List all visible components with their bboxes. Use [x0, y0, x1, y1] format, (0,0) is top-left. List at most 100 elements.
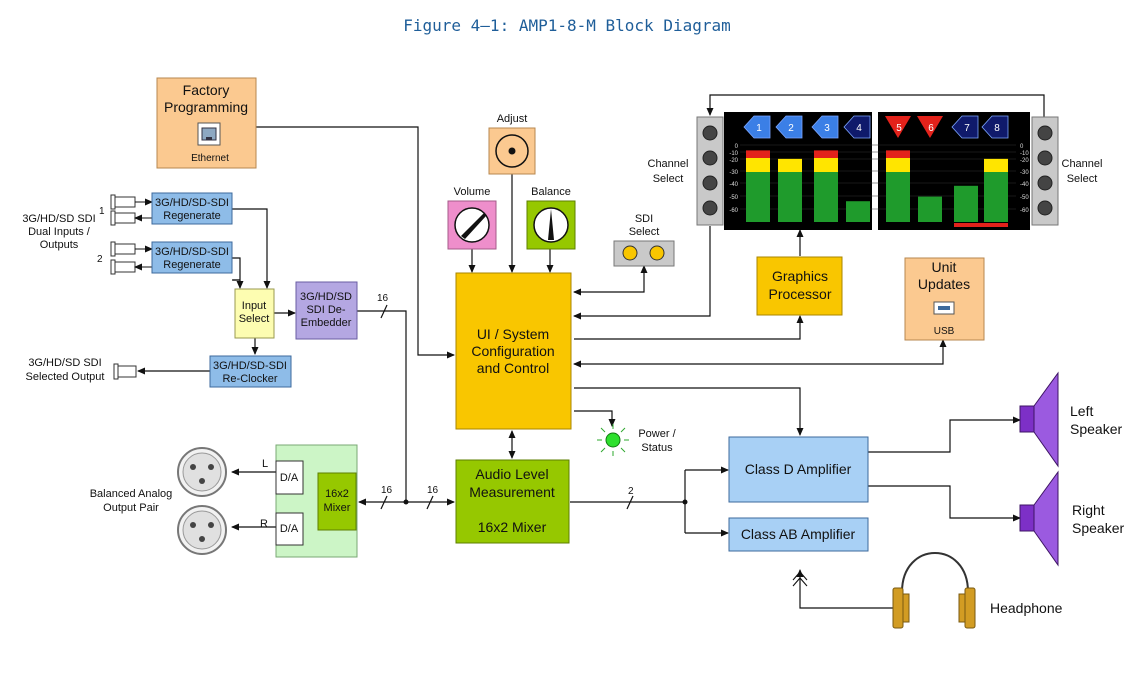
svg-text:Configuration: Configuration [471, 343, 554, 359]
svg-text:Re-Clocker: Re-Clocker [222, 373, 277, 385]
right-speaker-icon [1019, 470, 1059, 567]
svg-text:Measurement: Measurement [469, 484, 555, 500]
svg-text:Select: Select [239, 313, 270, 325]
sdi-deembedder-block: 3G/HD/SD SDI De- Embedder [295, 281, 358, 340]
meter-scale-label: 0 [735, 144, 739, 150]
selected-output-label: 3G/HD/SD SDI [28, 357, 101, 369]
channel-select-label: Select [653, 173, 684, 185]
audio-level-measurement-block: Audio Level Measurement 16x2 Mixer [455, 459, 570, 544]
sdi-inputs-label: 3G/HD/SD SDI [22, 213, 95, 225]
bus-label-16: 16 [377, 293, 389, 304]
meter-scale-label: -40 [729, 182, 738, 188]
da-converter-label: D/A [280, 472, 299, 484]
svg-text:Class AB Amplifier: Class AB Amplifier [741, 526, 856, 542]
reclocker-block: 3G/HD/SD-SDI Re-Clocker [209, 355, 292, 388]
meter-scale-label: -10 [729, 151, 738, 157]
meter-bar [984, 172, 1008, 222]
class-d-amplifier-block: Class D Amplifier [728, 436, 869, 503]
bus-label-2: 2 [628, 486, 634, 497]
meter-bar [746, 172, 770, 222]
port-label: Ethernet [191, 153, 229, 164]
svg-text:Unit: Unit [932, 259, 957, 275]
balance-knob-icon [526, 200, 576, 250]
meter-scale-label: 0 [1020, 144, 1024, 150]
svg-text:UI / System: UI / System [477, 326, 549, 342]
svg-text:16x2 Mixer: 16x2 Mixer [478, 519, 547, 535]
volume-label: Volume [454, 186, 491, 198]
block-label: Factory [183, 82, 230, 98]
meter-bar [984, 158, 1008, 172]
meter-bar [814, 150, 838, 158]
svg-text:3G/HD/SD-SDI: 3G/HD/SD-SDI [155, 197, 229, 209]
headphone-jack-icon [792, 571, 808, 587]
channel-number: 4 [856, 123, 862, 134]
headphone-label: Headphone [990, 600, 1063, 616]
meter-bar [746, 150, 770, 158]
meter-bar [814, 158, 838, 172]
meter-scale-label: -20 [1020, 158, 1029, 164]
svg-text:and Control: and Control [477, 360, 549, 376]
analog-output-label: Balanced Analog [90, 488, 173, 500]
channel-number: 2 [788, 123, 794, 134]
meter-scale-label: -60 [729, 208, 738, 214]
svg-text:Audio Level: Audio Level [475, 466, 548, 482]
channel-number: 7 [964, 123, 970, 134]
analog-output-label: Output Pair [103, 502, 159, 514]
meter-bar [778, 158, 802, 172]
sdi-inputs-label: Outputs [40, 239, 79, 251]
svg-text:Regenerate: Regenerate [163, 210, 221, 222]
meter-overload-indicator [954, 223, 1008, 227]
regenerate-block: 3G/HD/SD-SDI Regenerate [151, 192, 233, 225]
meter-bar [778, 172, 802, 222]
meter-scale-label: -30 [1020, 170, 1029, 176]
svg-text:Graphics: Graphics [772, 268, 828, 284]
right-speaker-label: Right [1072, 502, 1105, 518]
input-number: 1 [99, 206, 105, 217]
channel-marker [843, 115, 871, 139]
channel-select-buttons-left [696, 116, 724, 226]
block-label: Programming [164, 99, 248, 115]
svg-text:Regenerate: Regenerate [163, 259, 221, 271]
meter-scale-label: -60 [1020, 208, 1029, 214]
da-converter-label: D/A [280, 523, 299, 535]
channel-marker [811, 115, 839, 139]
bus-label-16: 16 [427, 485, 439, 496]
ui-system-block: UI / System Configuration and Control [455, 272, 572, 430]
graphics-processor-block: Graphics Processor [756, 256, 843, 316]
meter-bar [918, 196, 942, 222]
channel-marker [743, 115, 771, 139]
channel-number: 1 [756, 123, 762, 134]
svg-text:Class D Amplifier: Class D Amplifier [745, 461, 852, 477]
unit-updates-block: Unit Updates USB [904, 257, 985, 341]
meter-bar [746, 158, 770, 172]
sdi-select-buttons-icon [613, 240, 675, 267]
xlr-connector-icon [177, 505, 227, 555]
svg-text:Processor: Processor [768, 286, 831, 302]
channel-marker [775, 115, 803, 139]
svg-text:Embedder: Embedder [301, 317, 352, 329]
class-ab-amplifier-block: Class AB Amplifier [728, 517, 869, 552]
channel-select-label: Channel [648, 158, 689, 170]
channel-number: 5 [896, 123, 902, 134]
analog-output-block: D/A D/A 16x2 Mixer [275, 444, 358, 558]
input-select-block: Input Select [234, 288, 275, 339]
meter-bar [886, 172, 910, 222]
channel-select-buttons-right [1031, 116, 1059, 226]
page-title: Figure 4–1: AMP1-8-M Block Diagram [403, 16, 731, 35]
channel-marker [917, 116, 943, 138]
meter-bar [954, 185, 978, 222]
right-speaker-label: Speaker [1072, 520, 1124, 536]
channel-number: 6 [928, 123, 934, 134]
adjust-label: Adjust [497, 113, 528, 125]
selected-output-label: Selected Output [26, 371, 105, 383]
meter-scale-label: -20 [729, 158, 738, 164]
meter-bar [886, 158, 910, 172]
connection-lines [137, 94, 1045, 609]
channel-number: 8 [994, 123, 1000, 134]
regenerate-block: 3G/HD/SD-SDI Regenerate [151, 241, 233, 274]
bus-label-16: 16 [381, 485, 393, 496]
meter-bar [886, 150, 910, 158]
power-status-label: Power / [638, 428, 676, 440]
